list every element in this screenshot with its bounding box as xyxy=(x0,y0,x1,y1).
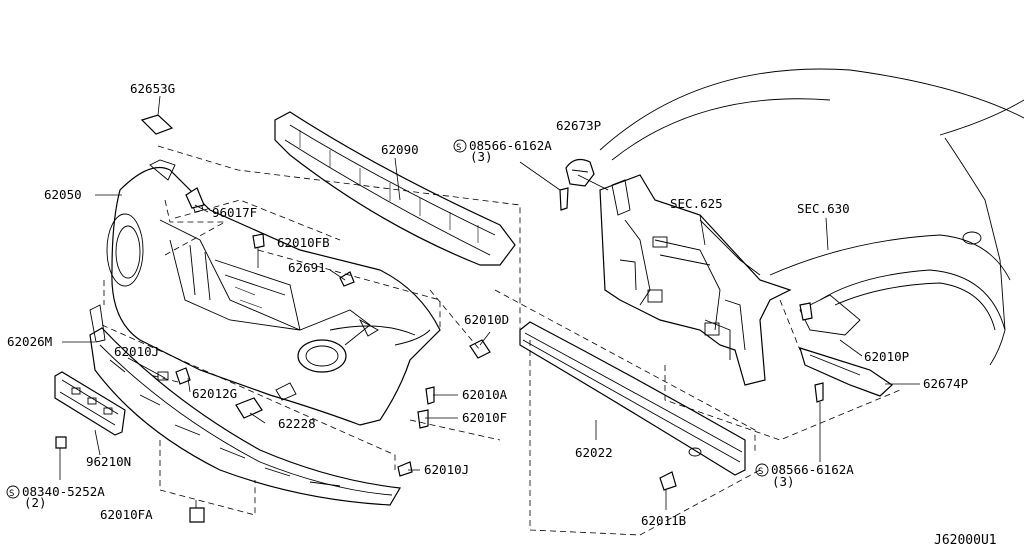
screw-symbol-2: S xyxy=(456,143,461,153)
label-08566-top-qty: (3) xyxy=(470,149,493,164)
screw-symbol-icon-2 xyxy=(453,139,467,153)
label-62228: 62228 xyxy=(278,416,316,431)
leader-lines xyxy=(59,95,920,510)
screw-symbol-icon-3 xyxy=(755,463,769,477)
label-08340-qty: (2) xyxy=(24,495,47,510)
bolt-08566-icon xyxy=(814,382,824,403)
label-62010F: 62010F xyxy=(462,410,507,425)
label-08566-6162A-bottom: 08566-6162A xyxy=(771,462,854,477)
label-08566-6162A-top: 08566-6162A xyxy=(469,138,552,153)
seal-62653G-icon xyxy=(140,114,174,135)
label-62022: 62022 xyxy=(575,445,613,460)
reference-dashed-lines xyxy=(101,145,901,536)
lower-grille-62026M xyxy=(89,304,401,506)
label-08566-bottom-qty: (3) xyxy=(772,474,795,489)
screw-62010FB-icon xyxy=(252,233,265,249)
nut-62011B-icon xyxy=(659,471,677,491)
radiator-core-support xyxy=(599,174,792,386)
label-62012G: 62012G xyxy=(192,386,237,401)
label-08340-5252A: 08340-5252A xyxy=(22,484,105,499)
screw-08340-icon xyxy=(55,436,67,449)
tow-cover-icon xyxy=(275,382,297,401)
fender-hole-icon xyxy=(962,231,982,245)
label-62010A: 62010A xyxy=(462,387,508,402)
bolt-icon xyxy=(559,187,569,211)
small-parts xyxy=(55,114,893,523)
label-62010FA: 62010FA xyxy=(100,507,153,522)
reinforcement-62022 xyxy=(519,321,746,476)
label-sec630: SEC.630 xyxy=(797,201,850,216)
bolt-62010A-icon xyxy=(425,386,435,405)
plate-bracket-96210N xyxy=(54,371,126,436)
screw-symbol: S xyxy=(9,489,14,499)
label-62011B: 62011B xyxy=(641,513,686,528)
clip-62010P-icon xyxy=(799,302,813,321)
clip-62012G-icon xyxy=(175,367,191,385)
label-62674P: 62674P xyxy=(923,376,968,391)
drawing-code: J62000U1 xyxy=(934,533,997,548)
clip-icon xyxy=(157,371,169,381)
label-62010D: 62010D xyxy=(464,312,509,327)
nut-62010D-icon xyxy=(469,339,491,359)
screw-symbol-3: S xyxy=(758,467,763,477)
clip-62010FA-icon xyxy=(189,507,205,523)
clip-62010J-icon xyxy=(397,461,413,477)
label-62010FB: 62010FB xyxy=(277,235,330,250)
label-96210N: 96210N xyxy=(86,454,131,469)
label-sec625: SEC.625 xyxy=(670,196,723,211)
label-62010P: 62010P xyxy=(864,349,909,364)
label-62026M: 62026M xyxy=(7,334,52,349)
label-62010J-left: 62010J xyxy=(114,344,159,359)
cover-62228-icon xyxy=(235,397,263,419)
bolt-62010F-icon xyxy=(417,409,429,429)
label-62090: 62090 xyxy=(381,142,419,157)
upper-bracket-62673P xyxy=(519,158,609,211)
label-96017F: 96017F xyxy=(212,205,257,220)
energy-absorber-62090 xyxy=(274,111,516,266)
label-62010J-right: 62010J xyxy=(424,462,469,477)
fog-lamp-hole-icon xyxy=(297,339,347,373)
label-62050: 62050 xyxy=(44,187,82,202)
bracket-icon xyxy=(652,236,668,248)
label-62673P: 62673P xyxy=(556,118,601,133)
bracket-96017F-icon xyxy=(185,187,205,209)
bumper-fascia-62050 xyxy=(106,159,441,426)
part-labels: 62653G 62050 96017F 62090 62010FB 62691 … xyxy=(6,81,997,548)
fender-body-sec630 xyxy=(599,68,1024,366)
label-62691: 62691 xyxy=(288,260,326,275)
screw-symbol-icon xyxy=(6,485,20,499)
label-62653G: 62653G xyxy=(130,81,175,96)
